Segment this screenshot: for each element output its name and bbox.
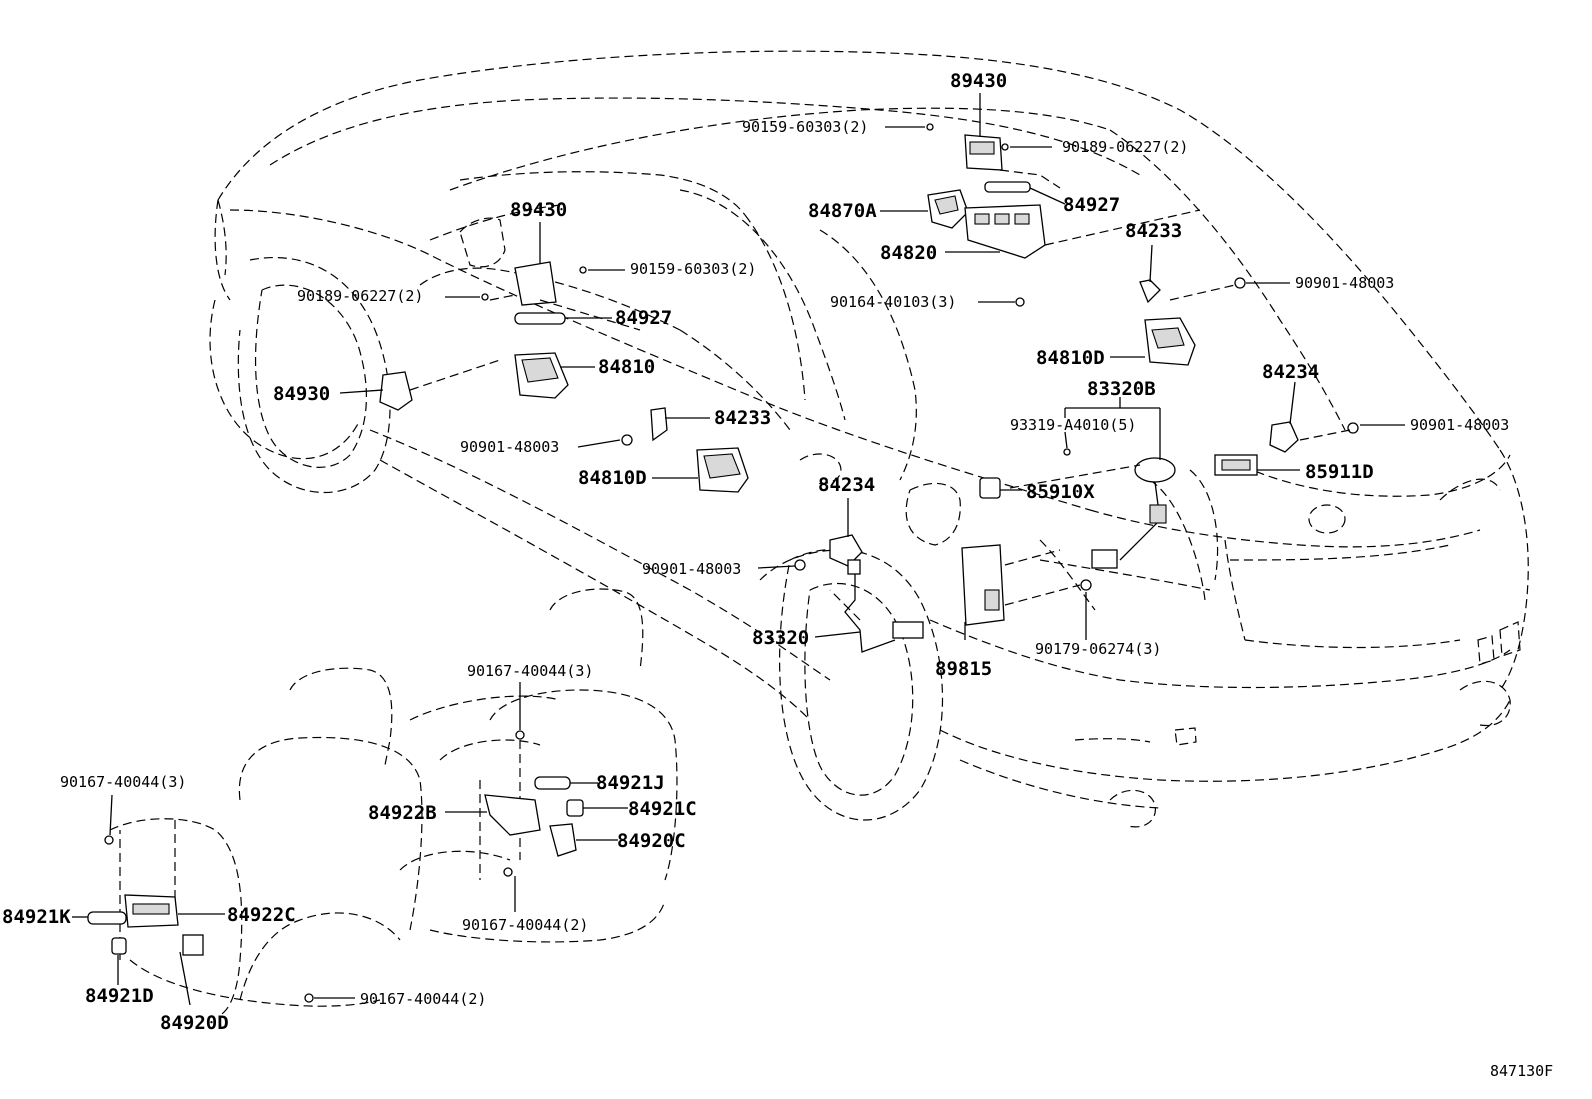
label-85911D: 85911D <box>1305 461 1374 483</box>
label-84927-left: 84927 <box>615 307 673 329</box>
label-84921C: 84921C <box>628 798 697 820</box>
label-84810D-left: 84810D <box>578 467 647 489</box>
bolt-90167-left <box>104 835 114 845</box>
bolt-90901-l1 <box>621 434 633 446</box>
label-90901-48003-mid: 90901-48003 <box>642 560 742 578</box>
label-84810D-right: 84810D <box>1036 347 1105 369</box>
label-90189-06227-left: 90189-06227(2) <box>297 287 424 305</box>
label-85910X: 85910X <box>1026 481 1095 503</box>
label-84920C: 84920C <box>617 830 686 852</box>
bolt-90164 <box>1015 297 1025 307</box>
part-84920C <box>549 823 577 857</box>
label-90189-06227-top: 90189-06227(2) <box>1062 138 1189 156</box>
part-84927-left <box>514 312 566 325</box>
label-84921J: 84921J <box>596 772 665 794</box>
part-84820 <box>964 204 1046 259</box>
bolt-90901-r2 <box>1347 422 1359 434</box>
bolt-90901-mid <box>794 559 806 571</box>
part-85910X <box>979 477 1001 499</box>
label-83320: 83320 <box>752 627 810 649</box>
label-90167-40044-mid: 90167-40044(2) <box>462 916 589 934</box>
part-89430-left <box>514 261 557 306</box>
label-84922C: 84922C <box>227 904 296 926</box>
bolt-90167-mid <box>503 867 513 877</box>
part-shapes <box>87 123 1359 1003</box>
label-90901-48003-l1: 90901-48003 <box>460 438 560 456</box>
connector-lines <box>409 169 1351 621</box>
label-84922B: 84922B <box>368 802 437 824</box>
car-body-outline <box>209 50 1529 828</box>
part-84234-right <box>1269 421 1299 453</box>
bolt-90167-top <box>515 730 525 740</box>
bolt-90159-top <box>926 123 934 131</box>
part-84921C <box>566 799 584 817</box>
part-84233-right <box>1139 279 1161 304</box>
bolt-90159-left <box>579 266 587 274</box>
label-84927-top: 84927 <box>1063 194 1121 216</box>
label-90167-40044-bottom: 90167-40044(2) <box>360 990 487 1008</box>
label-84921D: 84921D <box>85 985 154 1007</box>
seats-outline <box>109 588 678 1016</box>
part-84930 <box>379 371 413 411</box>
label-90167-40044-left: 90167-40044(3) <box>60 773 187 791</box>
label-90901-48003-r1: 90901-48003 <box>1295 274 1395 292</box>
part-84927-top <box>984 181 1031 193</box>
part-89815 <box>961 544 1005 626</box>
label-93319-A4010: 93319-A4010(5) <box>1010 416 1137 434</box>
part-84233-left <box>650 407 668 442</box>
label-89815: 89815 <box>935 658 993 680</box>
label-89430-left: 89430 <box>510 199 568 221</box>
part-84921D <box>111 937 127 955</box>
part-84921K <box>87 911 127 925</box>
drawing-code: 847130F <box>1490 1062 1554 1080</box>
label-84921K: 84921K <box>2 906 71 928</box>
label-84920D: 84920D <box>160 1012 229 1034</box>
label-90179-06274: 90179-06274(3) <box>1035 640 1162 658</box>
label-84810: 84810 <box>598 356 656 378</box>
bolt-90167-bottom <box>304 993 314 1003</box>
label-84234-right: 84234 <box>1262 361 1320 383</box>
part-84922B <box>484 794 541 836</box>
bolt-93319 <box>1063 448 1071 456</box>
label-84233-right: 84233 <box>1125 220 1183 242</box>
label-84820: 84820 <box>880 242 938 264</box>
bolt-90179 <box>1080 579 1092 591</box>
bolt-90189-top <box>1001 143 1009 151</box>
part-83320B <box>1134 457 1176 483</box>
part-83320 <box>844 565 896 653</box>
label-90159-60303-top: 90159-60303(2) <box>742 118 869 136</box>
label-90167-40044-top: 90167-40044(3) <box>467 662 594 680</box>
label-90901-48003-r2: 90901-48003 <box>1410 416 1510 434</box>
label-90159-60303-left: 90159-60303(2) <box>630 260 757 278</box>
bolt-90901-r1 <box>1234 277 1246 289</box>
leader-lines <box>72 93 1405 1006</box>
part-84921J <box>534 776 571 790</box>
label-84234-mid: 84234 <box>818 474 876 496</box>
label-84870A: 84870A <box>808 200 877 222</box>
label-83320B: 83320B <box>1087 378 1156 400</box>
label-84233-left: 84233 <box>714 407 772 429</box>
label-89430-top: 89430 <box>950 70 1008 92</box>
bolt-90189-left <box>481 293 489 301</box>
label-84930: 84930 <box>273 383 331 405</box>
part-84920D <box>182 934 204 956</box>
label-90164-40103: 90164-40103(3) <box>830 293 957 311</box>
